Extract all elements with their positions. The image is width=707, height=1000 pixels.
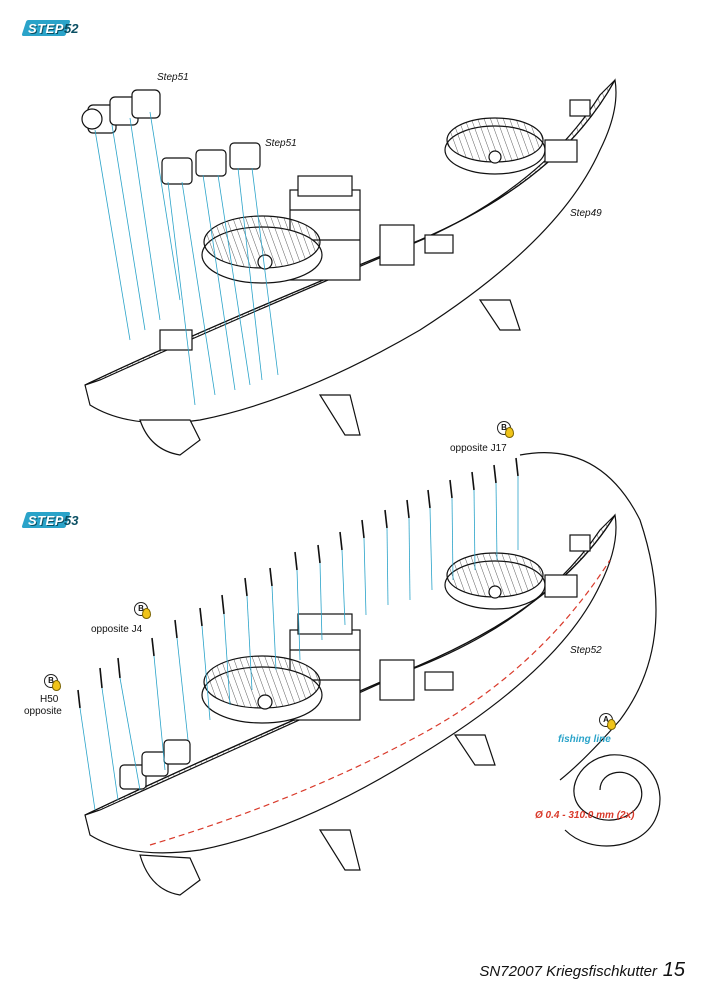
- glue-drop-icon: [52, 680, 61, 691]
- glue-drop-icon: [142, 608, 151, 619]
- ref-step51-b: Step51: [265, 138, 297, 149]
- step-label: STEP: [28, 513, 64, 528]
- guide-lines-step52: [94, 111, 279, 406]
- floats-row-1: [81, 89, 161, 134]
- callout-h50-line2: opposite: [24, 706, 62, 717]
- step-52-banner: STEP 52: [21, 20, 84, 38]
- glue-drop-icon: [505, 427, 514, 438]
- boat-step53: [84, 513, 617, 896]
- step-number: 52: [64, 21, 79, 36]
- fishing-line-coil: [564, 754, 661, 847]
- step-label: STEP: [28, 21, 64, 36]
- callout-b-h50: B: [44, 674, 61, 691]
- callout-a-fishing: A: [599, 713, 616, 730]
- fishing-line-curve: [519, 452, 657, 781]
- ref-step52: Step52: [570, 645, 602, 656]
- boat-step52: [84, 78, 617, 456]
- page-number: 15: [662, 959, 685, 981]
- footer-title: SN72007 Kriegsfischkutter: [479, 963, 657, 980]
- step-53-banner: STEP 53: [21, 512, 84, 530]
- ref-step49: Step49: [570, 208, 602, 219]
- callout-h50-line1: H50: [40, 694, 59, 705]
- guide-lines-step53: [79, 476, 519, 811]
- floats-row-2: [161, 142, 261, 185]
- glue-drop-icon: [607, 719, 616, 730]
- callout-b-j4-text: opposite J4: [91, 624, 143, 635]
- ref-step51-a: Step51: [157, 72, 189, 83]
- step-number: 53: [64, 513, 79, 528]
- fishing-line-label: fishing line: [558, 734, 611, 745]
- railing-line: [149, 559, 611, 846]
- callout-b-j4: B: [134, 602, 151, 619]
- dimension-label: Ø 0.4 - 310.0 mm (2x): [535, 810, 635, 821]
- callout-b-j17-text: opposite J17: [450, 443, 507, 454]
- stanchions: [77, 457, 519, 709]
- callout-b-j17: B: [497, 421, 514, 438]
